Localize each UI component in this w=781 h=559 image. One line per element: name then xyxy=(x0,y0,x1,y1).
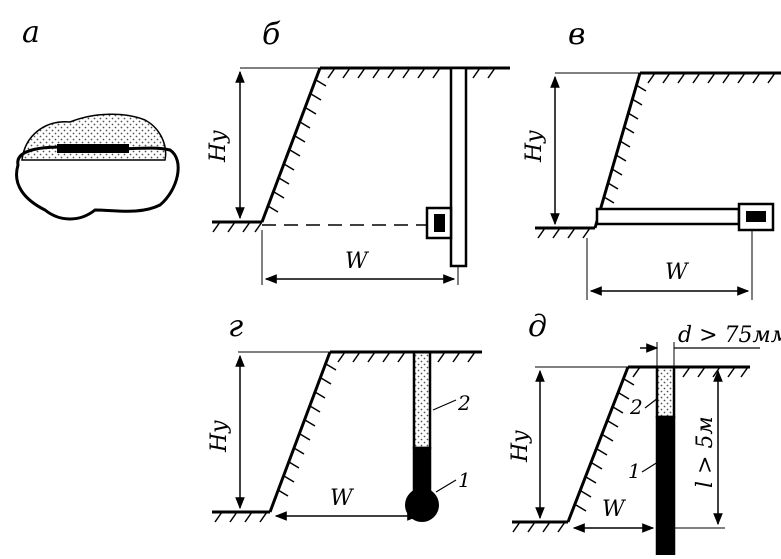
height-label: Hу xyxy=(522,130,547,163)
top-hatching xyxy=(647,72,776,84)
toe-hatching xyxy=(537,227,591,239)
panel-b-letter: б xyxy=(262,17,281,52)
slope-hatching xyxy=(575,378,635,512)
width-label: W xyxy=(345,249,370,274)
panel-a-letter: а xyxy=(22,15,40,50)
stemming-column xyxy=(655,365,676,419)
stemming-column xyxy=(412,350,432,450)
panel-v: в Hу W xyxy=(522,17,781,300)
charge-cover-dots xyxy=(21,113,167,161)
diameter-label: d > 75мм xyxy=(678,323,781,348)
horizontal-borehole xyxy=(595,207,741,226)
width-label: W xyxy=(330,486,355,511)
charge-core xyxy=(434,214,445,232)
panel-b: б Hу xyxy=(206,17,510,285)
panel-g: г 2 1 Hу xyxy=(207,309,482,523)
panel-a: а xyxy=(15,15,180,221)
panel-g-letter: г xyxy=(228,309,243,344)
charge-column xyxy=(655,415,676,557)
bench-slope xyxy=(260,67,322,223)
bench-slope xyxy=(566,366,630,523)
camouflet-chamber xyxy=(405,488,439,522)
surface-charge xyxy=(57,144,129,153)
height-label: Hу xyxy=(508,430,533,463)
toe-hatching xyxy=(512,521,566,533)
charge-core xyxy=(746,211,766,222)
width-label: W xyxy=(602,497,627,522)
top-hatching xyxy=(327,67,496,79)
toe-hatching xyxy=(212,221,263,233)
panel-v-letter: в xyxy=(568,17,585,52)
toe-hatching xyxy=(214,511,268,523)
slope-hatching xyxy=(267,79,327,213)
vertical-borehole xyxy=(449,66,468,268)
slope-hatching xyxy=(277,363,337,497)
height-label: Hу xyxy=(207,420,232,453)
height-label: Hу xyxy=(206,130,231,163)
slope-hatching xyxy=(599,84,647,218)
length-label: l > 5м xyxy=(693,416,718,488)
bench-slope xyxy=(268,351,332,513)
callout-1: 1 xyxy=(628,459,641,483)
callout-2: 2 xyxy=(457,391,471,415)
panel-d: д d > 75мм l > 5м xyxy=(508,309,781,557)
bench-slope xyxy=(593,72,642,229)
panel-d-letter: д xyxy=(528,309,547,344)
callout-2: 2 xyxy=(629,395,643,419)
top-hatching xyxy=(337,351,476,363)
callout-1: 1 xyxy=(458,468,471,492)
width-label: W xyxy=(665,260,690,285)
charge-chamber xyxy=(425,206,453,240)
